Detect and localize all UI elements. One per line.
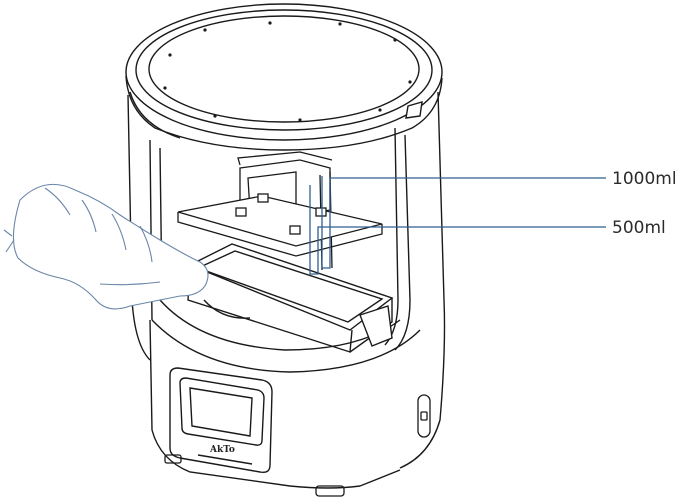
callout-line-500 <box>309 185 606 275</box>
device-logo: AkTo <box>209 445 235 455</box>
callout-lines <box>309 176 606 275</box>
hand-illustration <box>3 183 209 310</box>
lid-screws <box>163 21 412 122</box>
top-lid <box>125 3 443 151</box>
callout-label-500ml: 500ml <box>612 218 666 238</box>
printer-feet <box>164 454 345 497</box>
callout-label-1000ml: 1000ml <box>612 169 677 189</box>
control-panel <box>169 367 273 474</box>
build-plate <box>177 193 383 257</box>
side-port <box>417 394 431 438</box>
callout-line-1000 <box>321 176 606 269</box>
resin-vat <box>187 243 394 353</box>
